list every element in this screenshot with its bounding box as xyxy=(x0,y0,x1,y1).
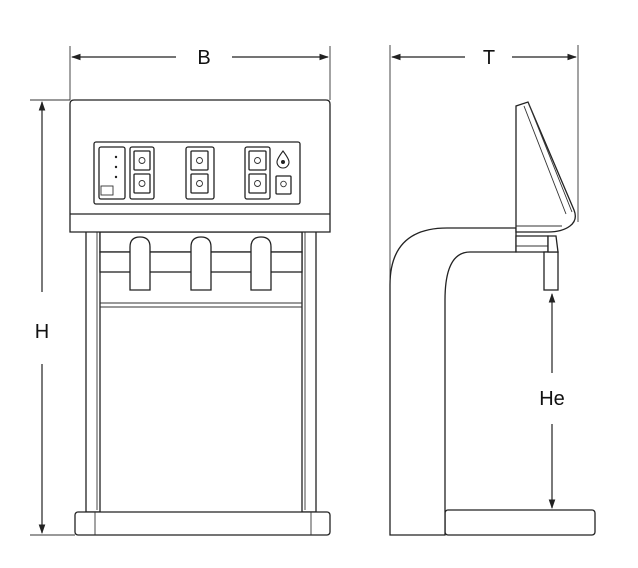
front-view: B H xyxy=(30,46,331,536)
button-3b-dot-icon xyxy=(254,180,261,187)
button-1b[interactable] xyxy=(133,173,151,194)
side-base-plate xyxy=(444,509,596,536)
frame-post-left xyxy=(85,227,101,513)
side-spout xyxy=(543,251,559,291)
side-head-housing xyxy=(515,101,576,233)
button-2a[interactable] xyxy=(190,150,209,171)
indicator-window xyxy=(100,185,114,196)
button-1b-dot-icon xyxy=(138,180,146,187)
button-3a-dot-icon xyxy=(254,157,261,164)
water-button-dot-icon xyxy=(280,180,287,188)
indicator-led-2 xyxy=(114,165,118,169)
indicator-led-1 xyxy=(114,155,118,159)
water-button[interactable] xyxy=(275,175,292,195)
spout-left xyxy=(129,236,151,291)
spout-right xyxy=(250,236,272,291)
column-arm xyxy=(389,227,517,536)
depth-label: T xyxy=(483,47,495,69)
indicator-strip xyxy=(98,146,126,200)
button-2a-dot-icon xyxy=(196,157,203,164)
side-spout-bracket xyxy=(515,235,549,253)
side-view: T He xyxy=(389,45,596,536)
side-head-panel-edge xyxy=(527,101,573,213)
indicator-led-3 xyxy=(114,175,118,179)
button-3b[interactable] xyxy=(248,173,267,194)
frame-post-right xyxy=(301,227,317,513)
button-2b[interactable] xyxy=(190,173,209,194)
base-plate xyxy=(74,511,331,536)
button-3a[interactable] xyxy=(248,150,267,171)
water-drop-icon xyxy=(276,150,290,169)
spout-center xyxy=(190,236,212,291)
side-spout-tip xyxy=(547,235,559,253)
button-2b-dot-icon xyxy=(196,180,203,187)
side-head-panel-inner xyxy=(523,105,567,215)
width-label: B xyxy=(197,47,210,69)
height-label: H xyxy=(35,321,49,343)
outlet-height-label: He xyxy=(539,388,565,410)
button-1a[interactable] xyxy=(133,150,151,171)
button-1a-dot-icon xyxy=(138,157,146,164)
water-drop-center-icon xyxy=(281,160,285,164)
